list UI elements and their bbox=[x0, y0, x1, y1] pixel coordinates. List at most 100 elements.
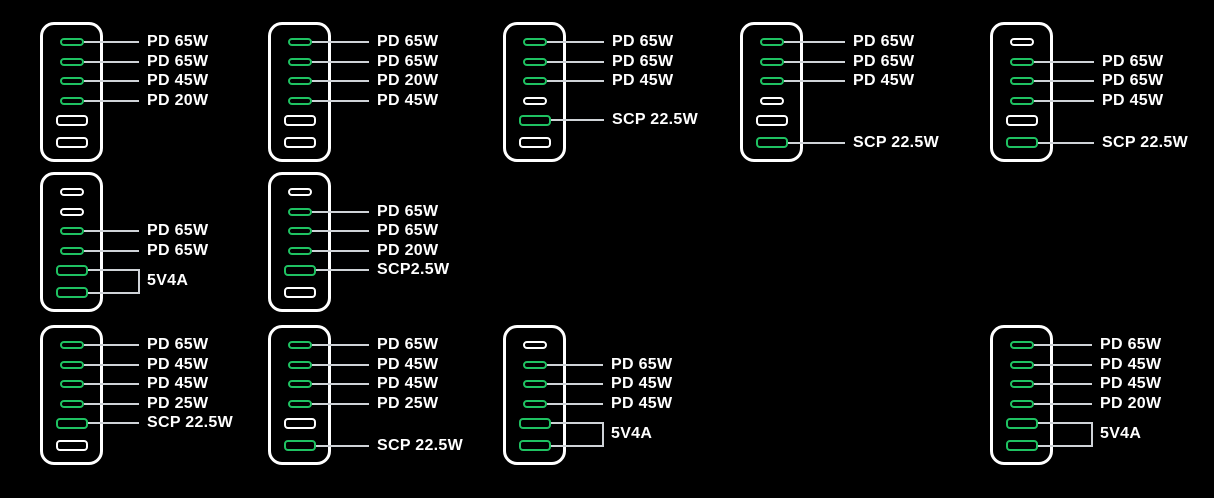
connector-line bbox=[312, 383, 369, 385]
usb-c-port bbox=[522, 57, 547, 66]
usb-c-port bbox=[759, 96, 784, 105]
bracket-line bbox=[602, 422, 604, 447]
connector-line bbox=[1034, 363, 1092, 366]
port-label: SCP2.5W bbox=[377, 261, 450, 278]
bracket-line bbox=[88, 269, 140, 271]
port-label: PD 65W bbox=[611, 355, 673, 373]
port-label: PD 45W bbox=[1102, 91, 1164, 109]
usb-c-port bbox=[287, 207, 312, 216]
connector-line bbox=[84, 363, 139, 366]
port-label: PD 45W bbox=[377, 355, 439, 373]
usb-c-port bbox=[1009, 399, 1034, 408]
charger-body bbox=[990, 22, 1053, 162]
bracket-line bbox=[1038, 444, 1093, 447]
usb-a-port bbox=[1005, 417, 1038, 429]
usb-c-port bbox=[287, 77, 312, 85]
port-label: PD 45W bbox=[1100, 375, 1162, 392]
connector-line bbox=[312, 230, 369, 232]
connector-line bbox=[84, 344, 139, 346]
usb-c-port bbox=[59, 57, 84, 66]
connector-line bbox=[547, 60, 604, 63]
connector-line bbox=[312, 80, 369, 82]
usb-c-port bbox=[522, 341, 547, 349]
usb-c-port bbox=[1009, 360, 1034, 369]
bracket-line bbox=[88, 291, 140, 294]
connector-line bbox=[312, 41, 369, 43]
usb-c-port bbox=[1009, 341, 1034, 349]
usb-c-port bbox=[287, 380, 312, 388]
connector-line bbox=[84, 402, 139, 405]
port-label: PD 25W bbox=[147, 394, 209, 412]
connector-line bbox=[547, 383, 603, 385]
port-label: PD 25W bbox=[377, 394, 439, 412]
usb-c-port bbox=[1009, 77, 1034, 85]
port-label: SCP 22.5W bbox=[1102, 133, 1188, 151]
usb-a-port bbox=[518, 440, 551, 451]
port-label: PD 65W bbox=[147, 33, 209, 50]
connector-line bbox=[84, 80, 139, 82]
combined-output-label: 5V4A bbox=[147, 272, 189, 290]
usb-c-port bbox=[59, 246, 84, 255]
usb-c-port bbox=[287, 188, 312, 196]
bracket-line bbox=[551, 444, 604, 447]
connector-line bbox=[547, 80, 604, 82]
port-label: PD 20W bbox=[377, 241, 439, 259]
port-label: PD 45W bbox=[377, 91, 439, 109]
combined-output-label: 5V4A bbox=[1100, 425, 1142, 443]
port-label: PD 45W bbox=[147, 355, 209, 373]
usb-c-port bbox=[759, 77, 784, 85]
usb-a-port bbox=[1005, 114, 1038, 126]
port-label: PD 65W bbox=[377, 33, 439, 50]
port-label: PD 65W bbox=[612, 52, 674, 70]
port-label: SCP 22.5W bbox=[853, 133, 939, 151]
usb-c-port bbox=[287, 96, 312, 105]
usb-c-port bbox=[1009, 380, 1034, 388]
usb-a-port bbox=[518, 417, 551, 429]
connector-line bbox=[551, 119, 604, 121]
connector-line bbox=[84, 41, 139, 43]
connector-line bbox=[1034, 383, 1092, 385]
usb-c-port bbox=[287, 246, 312, 255]
connector-line bbox=[84, 99, 139, 102]
port-label: PD 45W bbox=[377, 375, 439, 392]
usb-a-port bbox=[55, 440, 88, 451]
connector-line bbox=[1034, 99, 1094, 102]
usb-c-port bbox=[59, 77, 84, 85]
usb-c-port bbox=[59, 207, 84, 216]
usb-a-port bbox=[283, 137, 316, 148]
connector-line bbox=[312, 363, 369, 366]
usb-c-port bbox=[522, 38, 547, 46]
connector-line bbox=[1034, 344, 1092, 346]
port-label: PD 65W bbox=[1100, 336, 1162, 353]
connector-line bbox=[1034, 60, 1094, 63]
usb-c-port bbox=[59, 380, 84, 388]
usb-a-port bbox=[755, 114, 788, 126]
usb-c-port bbox=[759, 38, 784, 46]
usb-c-port bbox=[522, 399, 547, 408]
usb-c-port bbox=[287, 399, 312, 408]
usb-a-port bbox=[755, 137, 788, 148]
port-label: PD 45W bbox=[853, 72, 915, 89]
connector-line bbox=[312, 344, 369, 346]
connector-line bbox=[788, 141, 845, 144]
usb-c-port bbox=[59, 188, 84, 196]
usb-c-port bbox=[287, 57, 312, 66]
usb-a-port bbox=[55, 264, 88, 276]
port-label: PD 65W bbox=[377, 336, 439, 353]
port-label: PD 20W bbox=[377, 72, 439, 89]
port-label: SCP 22.5W bbox=[612, 111, 698, 128]
port-label: PD 65W bbox=[1102, 72, 1164, 89]
connector-line bbox=[84, 249, 139, 252]
port-label: PD 20W bbox=[147, 91, 209, 109]
port-label: PD 45W bbox=[611, 375, 673, 392]
usb-c-port bbox=[522, 77, 547, 85]
bracket-line bbox=[1038, 422, 1093, 424]
usb-a-port bbox=[518, 114, 551, 126]
usb-c-port bbox=[1009, 57, 1034, 66]
connector-line bbox=[312, 99, 369, 102]
bracket-line bbox=[138, 269, 140, 294]
usb-c-port bbox=[287, 341, 312, 349]
connector-line bbox=[312, 249, 369, 252]
port-label: PD 65W bbox=[377, 202, 439, 220]
